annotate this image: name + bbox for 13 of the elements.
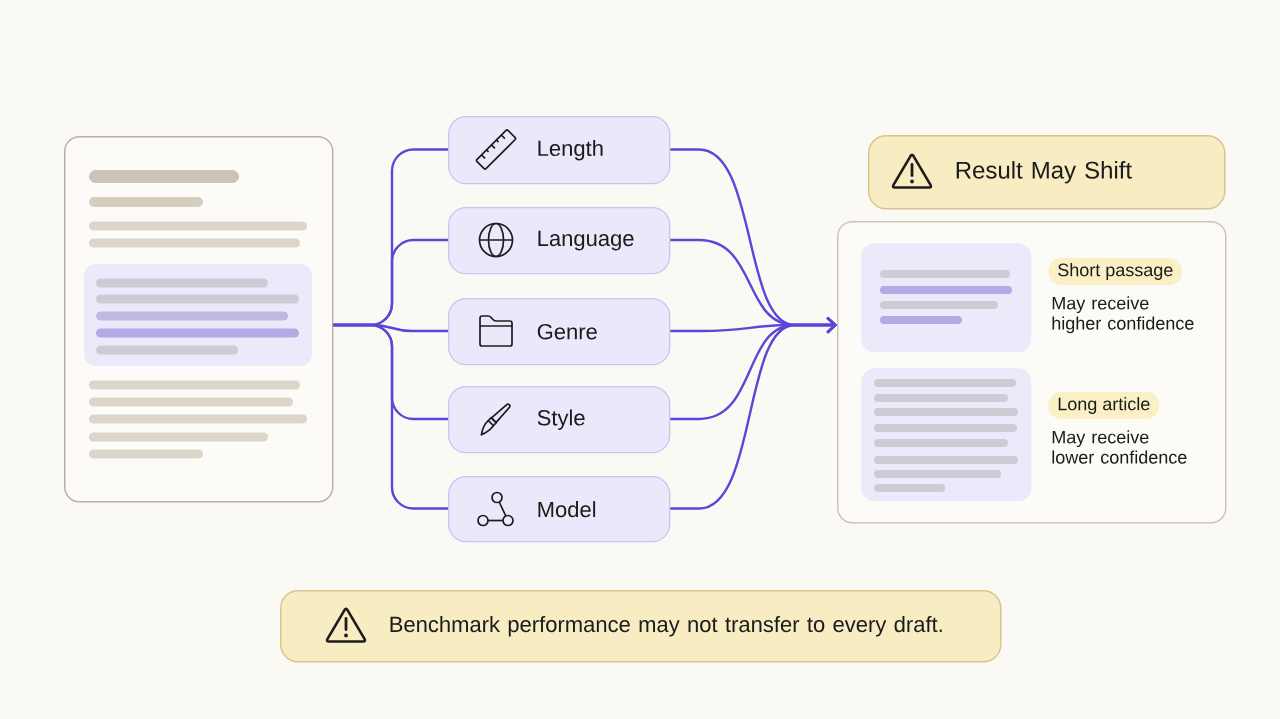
factor-box: Genre [448,298,671,366]
arrow [670,316,837,510]
warning-banner: Benchmark performance may not transfer to every draft. [280,590,1002,663]
warning-banner: Result May Shift [868,135,1226,210]
factor-box: Length [448,116,671,185]
connector-line [333,323,448,510]
tag: Long article [1048,392,1160,419]
factor-box: Language [448,207,671,275]
factor-box: Model [448,476,671,543]
factor-box: Style [448,386,671,454]
description-text: May receive lower confidence [1052,430,1187,464]
description-text: May receive higher confidence [1052,296,1194,334]
tag: Short passage [1048,258,1183,285]
